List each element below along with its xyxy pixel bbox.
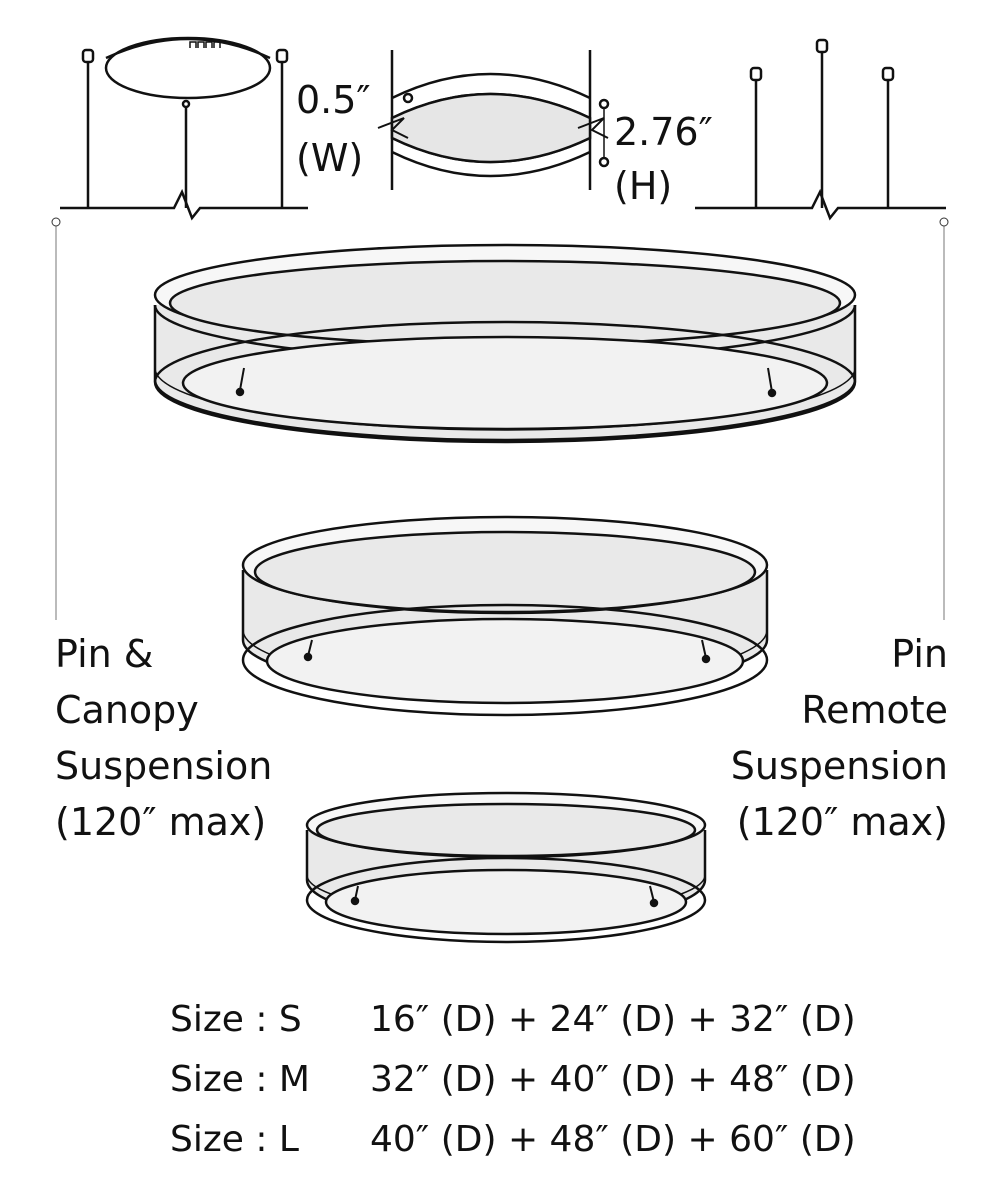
size-label: Size : S xyxy=(170,999,302,1040)
size-value: 16″ (D) + 24″ (D) + 32″ (D) xyxy=(370,999,856,1040)
remote-suspension-icon xyxy=(695,38,946,221)
size-value: 40″ (D) + 48″ (D) + 60″ (D) xyxy=(370,1119,856,1160)
right-label-line: Remote xyxy=(801,688,948,732)
left-label-line: Pin & xyxy=(55,632,154,676)
ring-cross-section-icon xyxy=(377,50,610,190)
left-label-line: Canopy xyxy=(55,688,199,732)
right-label-line: (120″ max) xyxy=(736,800,948,844)
size-value: 32″ (D) + 40″ (D) + 48″ (D) xyxy=(370,1059,856,1100)
size-label: Size : M xyxy=(170,1059,310,1100)
small-ring xyxy=(305,791,707,944)
height-label: (H) xyxy=(614,164,673,208)
left-label-line: (120″ max) xyxy=(55,800,267,844)
right-suspension-label: Pin Remote Suspension (120″ max) xyxy=(731,626,948,850)
width-label: (W) xyxy=(296,136,364,180)
size-label: Size : L xyxy=(170,1119,299,1160)
leader-lines xyxy=(51,217,949,620)
width-value: 0.5″ xyxy=(296,78,371,122)
left-label-line: Suspension xyxy=(55,744,273,788)
left-suspension-label: Pin & Canopy Suspension (120″ max) xyxy=(55,626,272,850)
right-label-line: Suspension xyxy=(730,744,948,788)
medium-ring xyxy=(241,515,769,717)
right-label-line: Pin xyxy=(891,632,948,676)
height-value: 2.76″ xyxy=(614,110,713,154)
canopy-suspension-icon xyxy=(60,36,308,221)
large-ring xyxy=(153,243,857,444)
